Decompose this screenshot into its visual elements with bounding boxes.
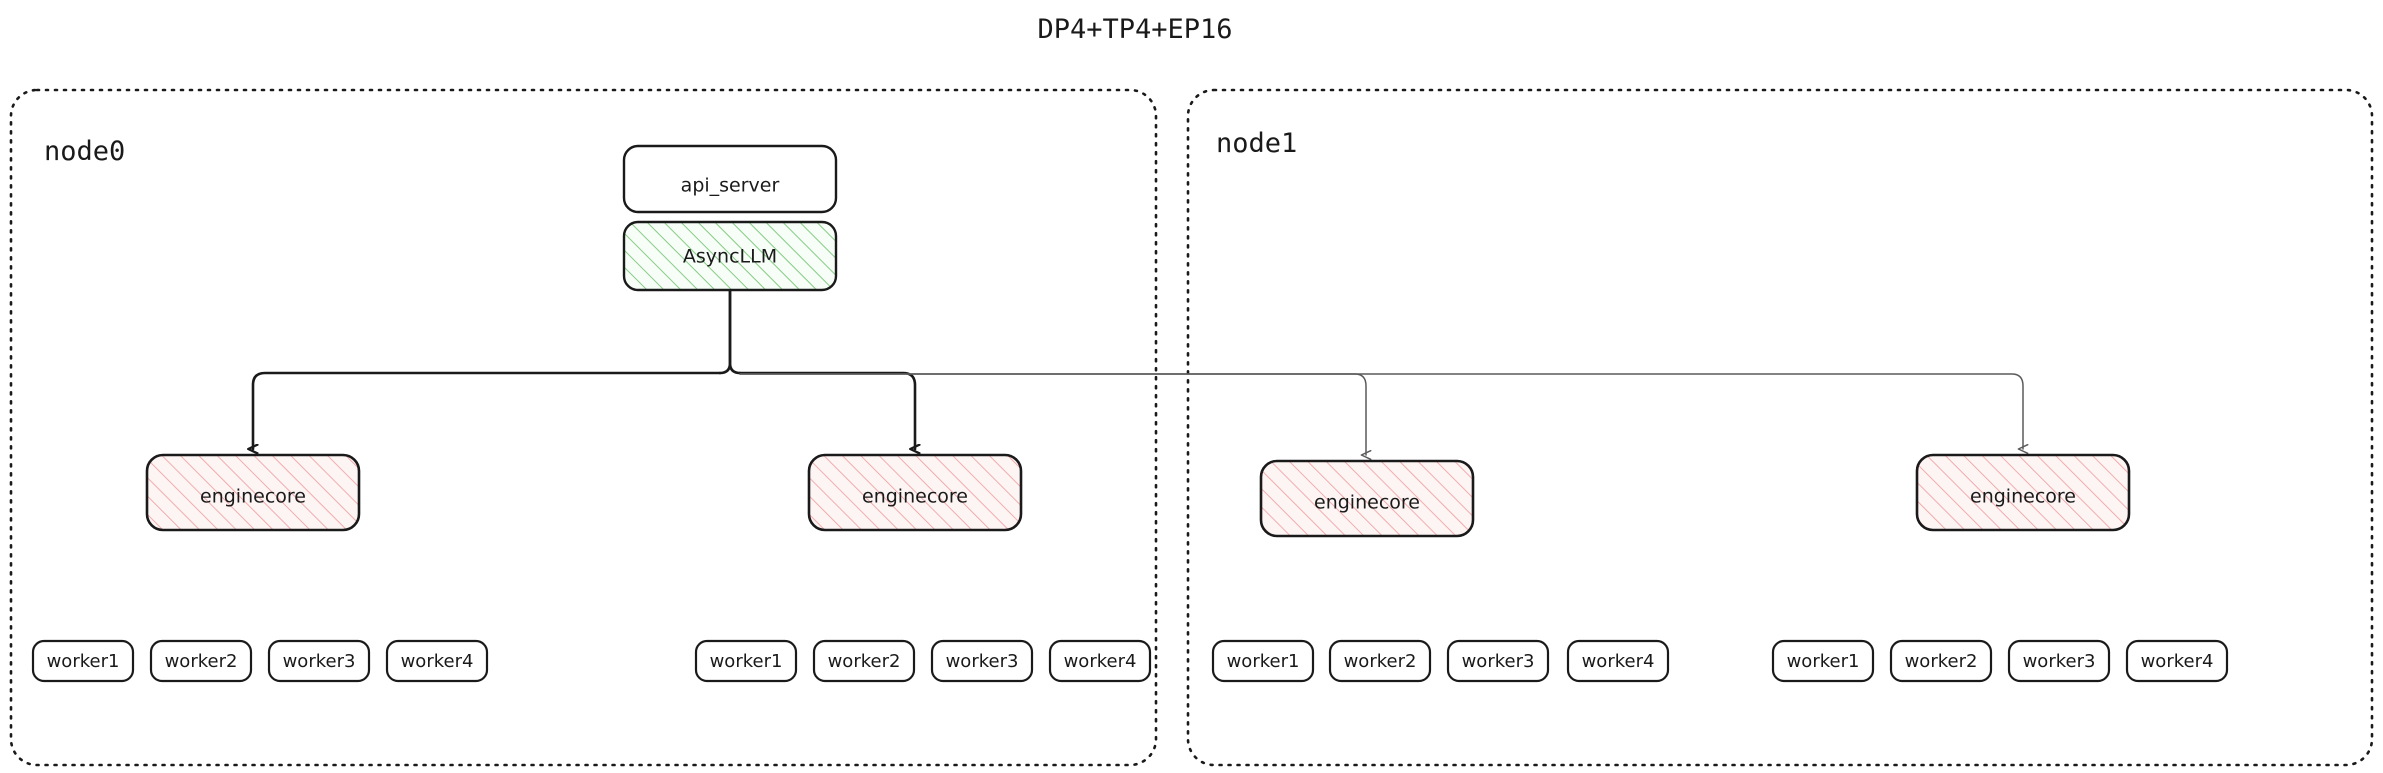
box-worker-node1-0-1[interactable]: worker2 xyxy=(1328,639,1432,683)
node-label-node1: node1 xyxy=(1216,128,1297,159)
box-node1-enginecore-1-shape xyxy=(1915,453,2131,532)
box-api-server-shape xyxy=(622,144,838,214)
node-container-node1 xyxy=(1186,88,2374,767)
box-worker-node1-1-2-label: worker3 xyxy=(2023,651,2096,672)
box-worker-node0-1-1[interactable]: worker2 xyxy=(812,639,916,683)
box-node1-enginecore-0-label: enginecore xyxy=(1314,492,1420,514)
box-async-llm-label: AsyncLLM xyxy=(683,246,777,268)
box-worker-node0-1-2-label: worker3 xyxy=(946,651,1019,672)
box-worker-node0-0-2-shape xyxy=(267,639,371,683)
box-worker-node0-1-1-label: worker2 xyxy=(828,651,901,672)
box-worker-node0-1-3-shape xyxy=(1048,639,1152,683)
edge-trunk-asyncllm-left xyxy=(718,288,732,375)
box-worker-node0-1-0[interactable]: worker1 xyxy=(694,639,798,683)
worker-group-node1-enginecore-0: worker1 worker2 worker3 worker4 xyxy=(1211,639,1670,683)
box-worker-node1-0-0-label: worker1 xyxy=(1227,651,1300,672)
box-node1-enginecore-1-label: enginecore xyxy=(1970,486,2076,508)
box-node0-enginecore-0-shape xyxy=(145,453,361,532)
box-async-llm[interactable]: AsyncLLM xyxy=(622,220,838,292)
box-worker-node0-1-1-shape xyxy=(812,639,916,683)
box-node0-enginecore-0-label: enginecore xyxy=(200,486,306,508)
box-worker-node1-0-0[interactable]: worker1 xyxy=(1211,639,1315,683)
box-worker-node1-0-0-shape xyxy=(1211,639,1315,683)
node-label-node0: node0 xyxy=(44,136,125,167)
box-node0-enginecore-1-shape xyxy=(807,453,1023,532)
box-node1-enginecore-0-shape xyxy=(1259,459,1475,538)
box-worker-node1-0-2-label: worker3 xyxy=(1462,651,1535,672)
box-worker-node0-1-0-shape xyxy=(694,639,798,683)
edge-asyncllm-to-node0-enginecore-0 xyxy=(253,371,722,449)
box-worker-node1-1-2[interactable]: worker3 xyxy=(2007,639,2111,683)
box-worker-node0-0-1-label: worker2 xyxy=(165,651,238,672)
box-node0-enginecore-1-label: enginecore xyxy=(862,486,968,508)
box-worker-node0-0-1-shape xyxy=(149,639,253,683)
box-worker-node1-0-3[interactable]: worker4 xyxy=(1566,639,1670,683)
node-container-node0 xyxy=(9,88,1158,767)
box-worker-node1-0-3-label: worker4 xyxy=(1582,651,1655,672)
box-async-llm-shape xyxy=(622,220,838,292)
box-node1-enginecore-1[interactable]: enginecore xyxy=(1915,453,2131,532)
box-worker-node0-1-2[interactable]: worker3 xyxy=(930,639,1034,683)
box-worker-node1-1-3-shape xyxy=(2125,639,2229,683)
box-node0-enginecore-0[interactable]: enginecore xyxy=(145,453,361,532)
box-worker-node0-0-1[interactable]: worker2 xyxy=(149,639,253,683)
box-worker-node1-1-0-label: worker1 xyxy=(1787,651,1860,672)
box-worker-node1-1-1-shape xyxy=(1889,639,1993,683)
edge-asyncllm-to-node1-enginecore-1 xyxy=(739,373,2029,455)
box-worker-node0-0-3[interactable]: worker4 xyxy=(385,639,489,683)
box-worker-node0-0-2-label: worker3 xyxy=(283,651,356,672)
worker-group-node0-enginecore-1: worker1 worker2 worker3 worker4 xyxy=(694,639,1152,683)
box-worker-node0-1-3-label: worker4 xyxy=(1064,651,1137,672)
box-worker-node1-0-3-shape xyxy=(1566,639,1670,683)
worker-group-node1-enginecore-1: worker1 worker2 worker3 worker4 xyxy=(1771,639,2229,683)
box-worker-node0-0-3-shape xyxy=(385,639,489,683)
worker-group-node0-enginecore-0: worker1 worker2 worker3 worker4 xyxy=(31,639,489,683)
box-worker-node1-1-0[interactable]: worker1 xyxy=(1771,639,1875,683)
box-worker-node0-0-0[interactable]: worker1 xyxy=(31,639,135,683)
box-worker-node0-1-0-label: worker1 xyxy=(710,651,783,672)
edge-asyncllm-to-node0-enginecore-1 xyxy=(738,371,915,449)
box-worker-node0-0-2[interactable]: worker3 xyxy=(267,639,371,683)
box-worker-node1-0-2[interactable]: worker3 xyxy=(1446,639,1550,683)
box-node0-enginecore-1[interactable]: enginecore xyxy=(807,453,1023,532)
box-worker-node1-1-1-label: worker2 xyxy=(1905,651,1978,672)
box-worker-node1-1-0-shape xyxy=(1771,639,1875,683)
edge-asyncllm-to-node1-enginecore-0 xyxy=(739,373,1372,461)
box-worker-node0-0-0-label: worker1 xyxy=(47,651,120,672)
box-worker-node1-1-3[interactable]: worker4 xyxy=(2125,639,2229,683)
box-worker-node0-0-3-label: worker4 xyxy=(401,651,474,672)
box-api-server-label: api_server xyxy=(681,175,780,197)
box-worker-node1-1-2-shape xyxy=(2007,639,2111,683)
box-worker-node1-1-3-label: worker4 xyxy=(2141,651,2214,672)
box-worker-node1-1-1[interactable]: worker2 xyxy=(1889,639,1993,683)
box-worker-node0-1-3[interactable]: worker4 xyxy=(1048,639,1152,683)
box-worker-node1-0-1-label: worker2 xyxy=(1344,651,1417,672)
edge-trunk-asyncllm xyxy=(728,288,742,375)
page-title: DP4+TP4+EP16 xyxy=(1037,14,1232,45)
box-worker-node1-0-2-shape xyxy=(1446,639,1550,683)
box-worker-node0-0-0-shape xyxy=(31,639,135,683)
box-api-server[interactable]: api_server xyxy=(622,144,838,214)
box-node1-enginecore-0[interactable]: enginecore xyxy=(1259,459,1475,538)
box-worker-node1-0-1-shape xyxy=(1328,639,1432,683)
box-worker-node0-1-2-shape xyxy=(930,639,1034,683)
